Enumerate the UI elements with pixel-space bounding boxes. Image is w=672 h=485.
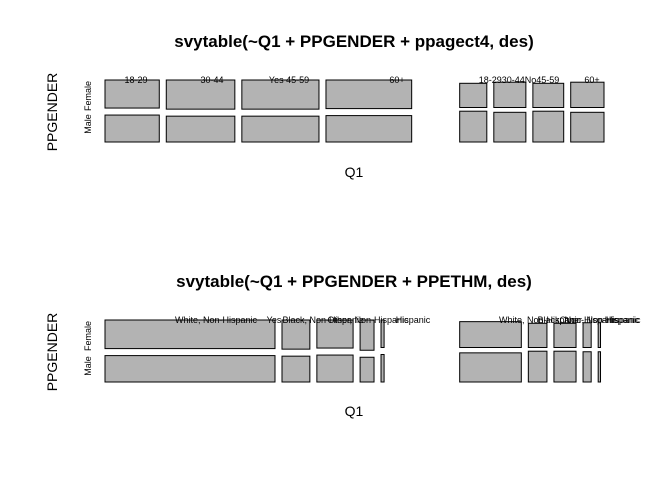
panel2-tile-no-4-male — [597, 351, 602, 383]
panel1-top-label: 18-29 — [124, 75, 147, 85]
panel2-tile-yes-4-male — [380, 354, 385, 383]
panel1-ylabel: PPGENDER — [44, 73, 60, 152]
panel1-tile-yes-1-female — [165, 79, 236, 110]
panel2-tile-yes-0-male — [104, 355, 276, 383]
panel2-tile-yes-4-female — [380, 319, 385, 348]
panel2-top-label: Black, Non-Hispanic — [537, 315, 619, 325]
panel2-gender-male: Male — [83, 356, 93, 376]
panel2-tile-yes-3-female — [359, 319, 375, 351]
panel2-top-label: Hispanic — [396, 315, 431, 325]
panel2-tile-no-3-female — [582, 322, 592, 348]
panel2-tile-yes-1-male — [281, 355, 311, 383]
panel1-tile-yes-2-male — [241, 115, 320, 143]
panel2-xlabel: Q1 — [345, 403, 364, 419]
panel1-tile-yes-3-female — [325, 79, 413, 110]
panel1-tile-yes-3-male — [325, 115, 413, 143]
panel1-top-label: 18-2930-44No45-59 — [479, 75, 560, 85]
panel1-tile-no-1-female — [493, 81, 527, 108]
panel1-top-label: 60+ — [389, 75, 404, 85]
panel2-tile-no-4-female — [597, 322, 602, 348]
panel1-top-label: 30-44 — [200, 75, 223, 85]
panel2-top-label: Yes — [267, 315, 282, 325]
panel2-tile-no-2-male — [553, 350, 577, 383]
panel1-tile-no-2-male — [532, 110, 565, 143]
panel2-top-label: Other, Non-Hispanic — [327, 315, 409, 325]
panel2-tile-no-0-female — [459, 321, 522, 348]
panel2-tile-no-1-female — [527, 322, 548, 348]
panel1-tile-yes-1-male — [165, 115, 236, 143]
panel1-title: svytable(~Q1 + PPGENDER + ppagect4, des) — [174, 32, 534, 51]
panel1-tile-no-0-male — [459, 110, 488, 143]
panel1-tile-yes-2-female — [241, 79, 320, 110]
panel2-title: svytable(~Q1 + PPGENDER + PPETHM, des) — [176, 272, 532, 291]
panel2-top-label: White, Non-Hispanic — [499, 315, 582, 325]
panel1-tile-no-2-female — [532, 82, 565, 109]
panel1-tile-yes-0-female — [104, 79, 160, 109]
panel1-top-label: 60+ — [584, 75, 599, 85]
panel1-tile-no-1-male — [493, 111, 527, 143]
panel2-tile-no-1-male — [527, 350, 548, 383]
panel2-top-label: Black, Non-Hispanic — [282, 315, 364, 325]
panel1-tile-no-3-female — [570, 81, 605, 108]
panel2-tile-yes-2-male — [316, 354, 354, 383]
panel1-top-labels: 18-29 30-44 Yes 45-59 60+ 18-2930-44No45-59 6… — [124, 75, 599, 85]
panel1-gender-female: Female — [83, 81, 93, 111]
panel2-top-label: Other, Non-Hispanic — [559, 315, 641, 325]
panel1-tile-no-0-female — [459, 82, 488, 109]
panel2-tile-yes-3-male — [359, 356, 375, 383]
panel2-tile-no-2-female — [553, 322, 577, 348]
panel2-tile-yes-0-female — [104, 319, 276, 350]
panel2-tiles — [104, 319, 602, 383]
panel1-tile-no-3-male — [570, 111, 605, 143]
panel2-ylabel: PPGENDER — [44, 313, 60, 392]
panel2-tile-no-0-male — [459, 352, 522, 383]
panel2-top-label: Hispanic — [605, 315, 640, 325]
panel2-tile-yes-1-female — [281, 319, 311, 350]
panel1-top-label: Yes 45-59 — [269, 75, 309, 85]
panel1-tile-yes-0-male — [104, 114, 160, 143]
panel1-xlabel: Q1 — [345, 164, 364, 180]
panel2-tile-no-3-male — [582, 351, 592, 383]
panel1-tiles — [104, 79, 605, 143]
panel2-gender-female: Female — [83, 321, 93, 351]
panel2-tile-yes-2-female — [316, 319, 354, 349]
panel2-top-label: White, Non-Hispanic — [175, 315, 258, 325]
panel1-gender-male: Male — [83, 114, 93, 134]
